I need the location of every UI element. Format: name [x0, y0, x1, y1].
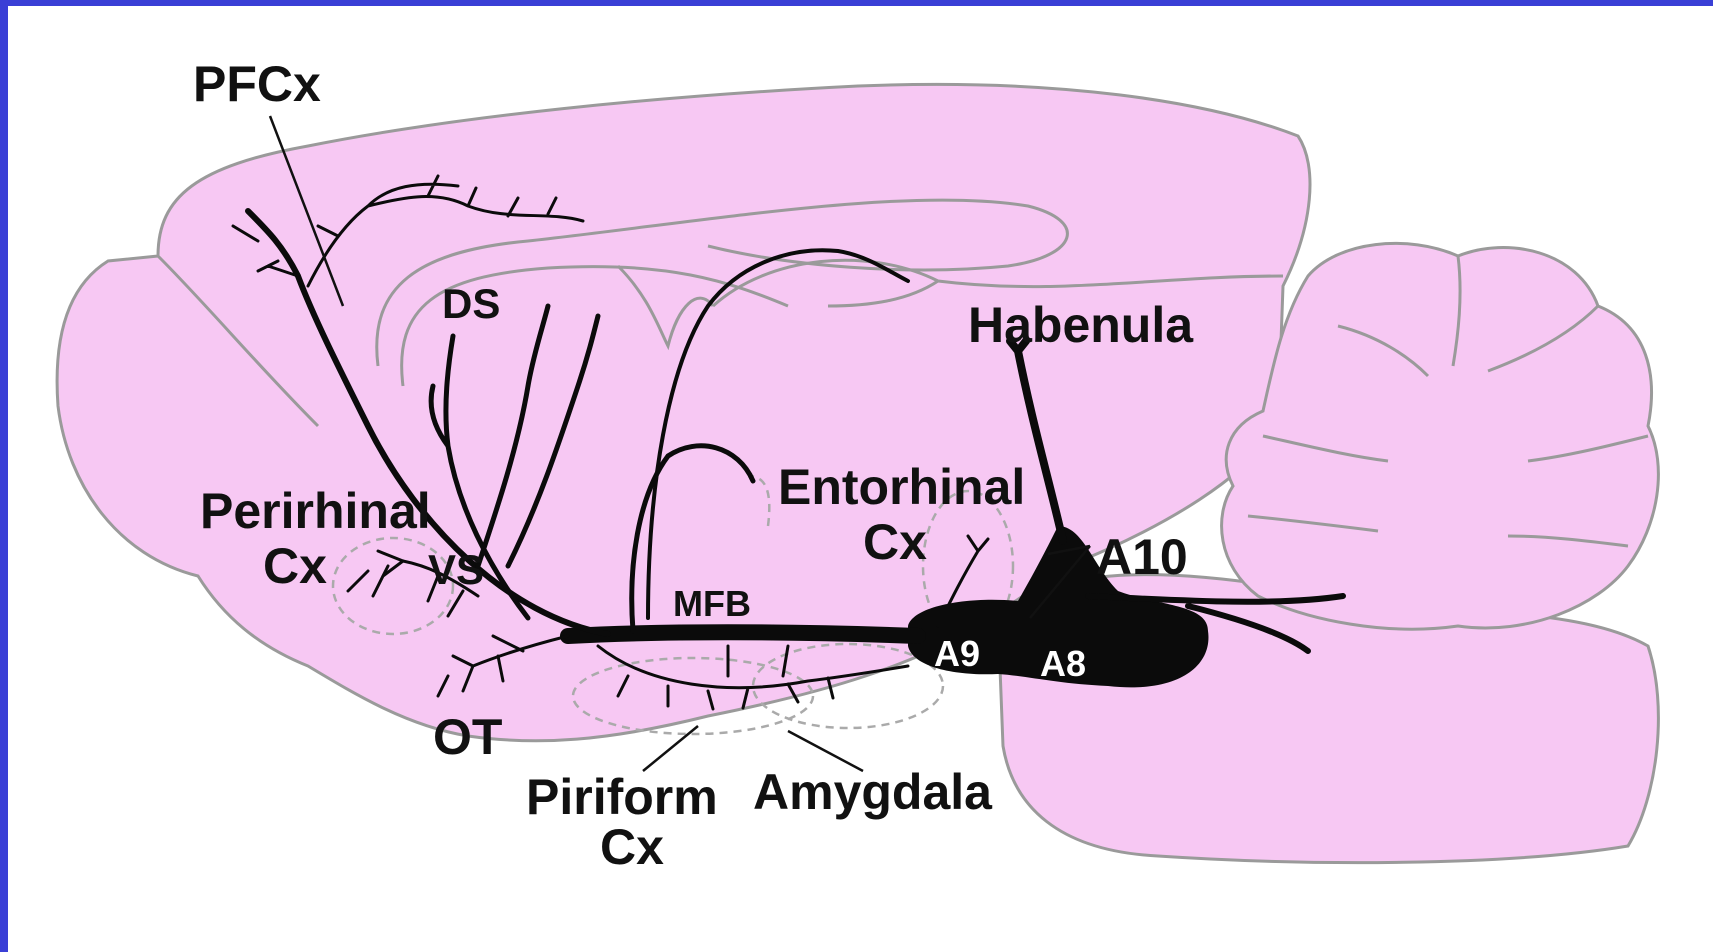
label-ot: OT — [433, 709, 502, 765]
label-a10: A10 — [1096, 529, 1188, 585]
label-habenula: Habenula — [968, 297, 1194, 353]
cerebellum-shape — [1222, 243, 1659, 629]
brain-diagram: PFCx DS Habenula Entorhinal Cx Perirhina… — [8, 6, 1713, 952]
label-perirhinal-line1: Perirhinal — [200, 483, 431, 539]
label-amygdala: Amygdala — [753, 764, 993, 820]
label-entorhinal-line2: Cx — [863, 514, 927, 570]
label-a8: A8 — [1040, 643, 1086, 684]
label-piriform-line1: Piriform — [526, 769, 718, 825]
mfb-trunk — [568, 632, 918, 636]
label-ds: DS — [442, 280, 500, 327]
label-entorhinal-line1: Entorhinal — [778, 459, 1025, 515]
label-a9: A9 — [934, 633, 980, 674]
label-vs: VS — [428, 546, 484, 593]
label-piriform-line2: Cx — [600, 819, 664, 875]
label-pfcx: PFCx — [193, 56, 321, 112]
label-mfb: MFB — [673, 583, 751, 624]
label-perirhinal-line2: Cx — [263, 538, 327, 594]
